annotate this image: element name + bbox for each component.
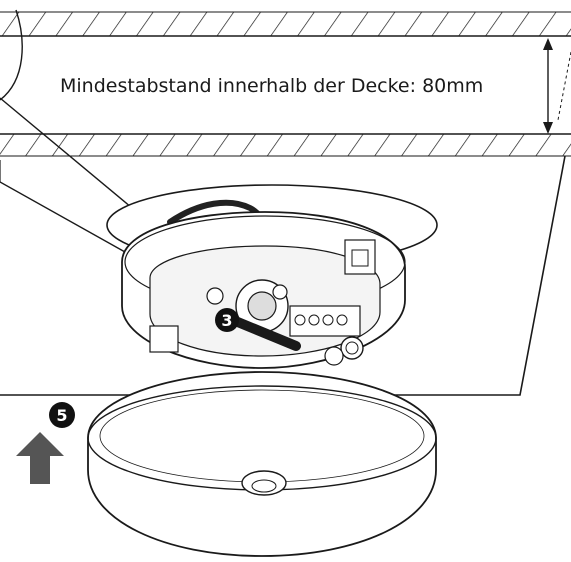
step-5-number: 5 [56, 406, 67, 425]
terminal-block [289, 305, 364, 366]
lamp-cover [87, 371, 437, 557]
mounting-base: 3 [106, 184, 438, 369]
ceiling-upper-slab [0, 11, 571, 37]
clearance-dimension [543, 38, 571, 134]
step-3-number: 3 [221, 311, 232, 330]
step-3-badge: 3 [215, 308, 239, 332]
step-5-badge: 5 [49, 402, 75, 428]
arrow-up-icon [16, 432, 64, 484]
ceiling-lower-slab [0, 133, 571, 157]
clearance-label: Mindestabstand innerhalb der Decke: 80mm [60, 75, 483, 97]
